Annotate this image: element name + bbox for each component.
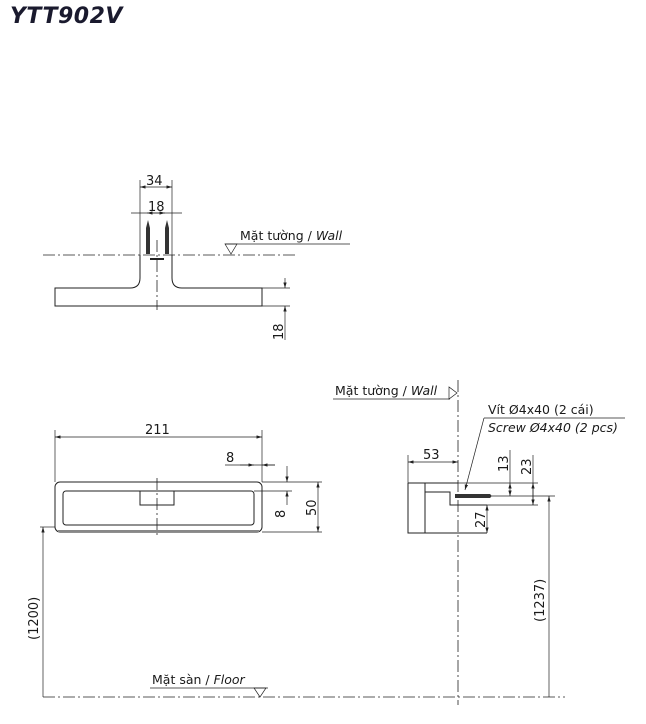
dim-install-height: (1200): [27, 597, 42, 640]
dim-height: 50: [305, 499, 320, 516]
dim-edge-v: 8: [274, 510, 289, 518]
screw-icon: [146, 220, 169, 254]
screw-side-icon: [455, 494, 492, 498]
screw-label-en: Screw Ø4x40 (2 pcs): [488, 420, 618, 435]
wall-label-top: Mặt tường / Wall: [240, 228, 343, 243]
top-view: 18 34 18 Mặt tường / Wall: [43, 174, 350, 340]
dim-width: 211: [145, 423, 170, 438]
model-title: YTT902V: [10, 4, 123, 29]
front-view: 211 8 8 50 (1200) Mặt sàn / Floor: [27, 423, 565, 698]
screw-label-vi: Vít Ø4x40 (2 cái): [488, 402, 594, 417]
dim-13: 13: [497, 455, 512, 472]
dim-install-height-side: (1237): [533, 579, 548, 622]
dim-thickness: 18: [272, 323, 287, 340]
dim-23: 23: [520, 458, 535, 475]
dim-depth: 53: [423, 448, 440, 463]
dim-27: 27: [474, 511, 489, 528]
floor-label: Mặt sàn / Floor: [152, 672, 246, 687]
side-view: Mặt tường / Wall Vít Ø4x40 (2 cái) Screw…: [333, 380, 625, 705]
dim-outer: 34: [146, 174, 163, 189]
dim-inner: 18: [148, 200, 165, 215]
dim-edge: 8: [226, 451, 234, 466]
wall-label-side: Mặt tường / Wall: [335, 383, 438, 398]
